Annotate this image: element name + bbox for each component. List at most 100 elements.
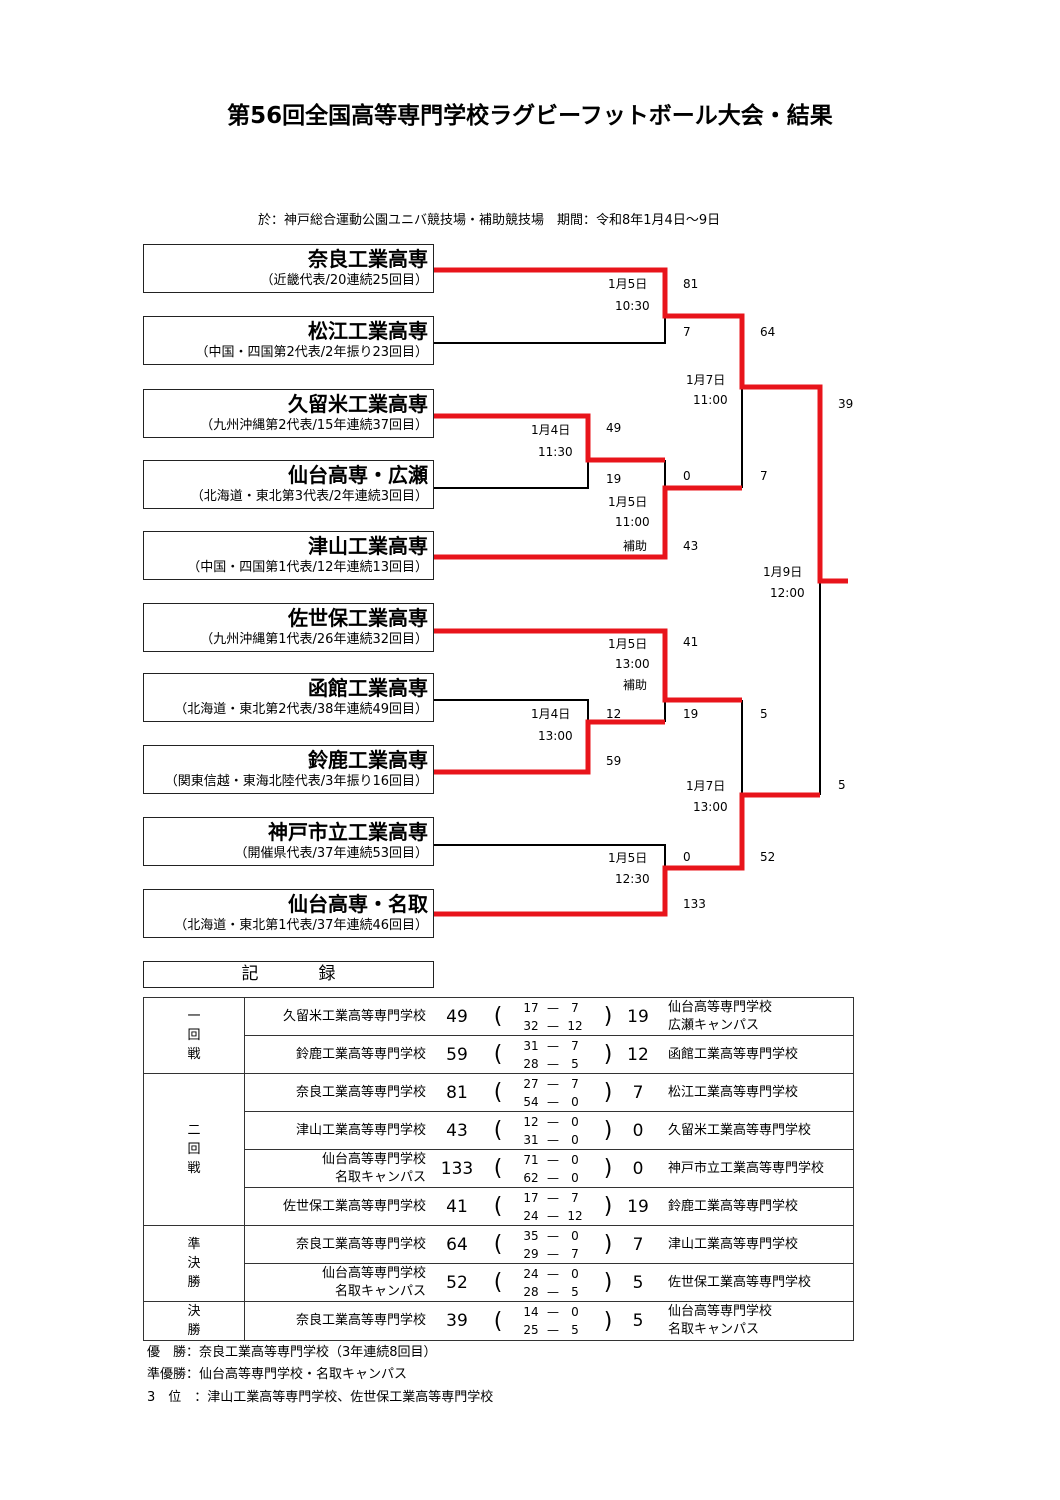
first-half-right: 7 bbox=[571, 1000, 579, 1015]
m1-time: 10:30 bbox=[615, 299, 650, 313]
runner-up-line: 準優勝：仙台高等専門学校・名取キャンパス bbox=[147, 1367, 408, 1382]
m4-time: 13:00 bbox=[615, 657, 650, 671]
second-half-left: 29 bbox=[523, 1246, 539, 1261]
open-paren: ( bbox=[493, 1308, 503, 1334]
dash: — bbox=[547, 1170, 559, 1185]
team-name: 佐世保工業高専 bbox=[288, 606, 428, 630]
result-row: 仙台高等専門学校名取キャンパス 133 ( 71—0 62—0 ) 0 神戸市立… bbox=[144, 1149, 854, 1188]
second-half-right: 0 bbox=[571, 1094, 579, 1109]
team-qualification: （北海道・東北第3代表/2年連続3回目） bbox=[190, 489, 428, 504]
team-qualification: （開催県代表/37年連続53回目） bbox=[234, 846, 428, 861]
left-team-line: 仙台高等専門学校 bbox=[321, 1265, 426, 1281]
right-team: 函館工業高等専門学校 bbox=[658, 1046, 798, 1064]
team-qualification: （近畿代表/20連続25回目） bbox=[260, 273, 428, 288]
half-scores: 12—0 31—0 bbox=[508, 1113, 598, 1149]
sf2-time: 13:00 bbox=[693, 800, 728, 814]
left-team-line: 仙台高等専門学校 bbox=[321, 1151, 426, 1167]
dash: — bbox=[547, 1208, 559, 1223]
first-half-left: 12 bbox=[523, 1114, 539, 1129]
left-score: 64 bbox=[446, 1234, 468, 1255]
team-box: 松江工業高専（中国・四国第2代表/2年振り23回目） bbox=[143, 316, 434, 365]
team-box: 仙台高専・名取（北海道・東北第1代表/37年連続46回目） bbox=[143, 889, 434, 938]
m4-date: 1月5日 bbox=[608, 637, 648, 651]
round-label: 二回戦 bbox=[187, 1123, 201, 1176]
first-half-left: 17 bbox=[523, 1000, 539, 1015]
close-paren: ) bbox=[603, 1270, 613, 1295]
close-paren: ) bbox=[603, 1004, 613, 1029]
line-suzuka bbox=[434, 719, 665, 775]
first-half-left: 35 bbox=[523, 1228, 539, 1243]
final-time: 12:00 bbox=[770, 586, 805, 600]
round-cell: 準決勝 bbox=[143, 1225, 245, 1302]
sf2-score-bottom: 52 bbox=[760, 850, 776, 864]
open-paren: ( bbox=[493, 1156, 503, 1181]
team-box: 函館工業高専（北海道・東北第2代表/38年連続49回目） bbox=[143, 673, 434, 722]
right-score: 7 bbox=[632, 1234, 644, 1255]
right-team-line: 久留米工業高等専門学校 bbox=[668, 1122, 812, 1138]
sf2-date: 1月7日 bbox=[686, 779, 726, 793]
left-team-line: 津山工業高等専門学校 bbox=[295, 1122, 426, 1138]
first-half-right: 7 bbox=[571, 1190, 579, 1205]
right-team: 津山工業高等専門学校 bbox=[658, 1236, 798, 1254]
dash: — bbox=[547, 1190, 559, 1205]
dash: — bbox=[547, 1000, 559, 1015]
round-label: 一回戦 bbox=[187, 1009, 201, 1062]
right-team-line: 名取キャンパス bbox=[668, 1322, 760, 1337]
left-team-line: 奈良工業高等専門学校 bbox=[295, 1313, 426, 1328]
first-half-right: 7 bbox=[571, 1076, 579, 1091]
first-half-left: 27 bbox=[523, 1076, 539, 1091]
round-cell: 二回戦 bbox=[143, 1073, 245, 1226]
left-team: 仙台高等専門学校名取キャンパス bbox=[245, 1151, 426, 1187]
close-paren: ) bbox=[603, 1194, 613, 1219]
right-score: 0 bbox=[632, 1158, 644, 1179]
m3-date: 1月5日 bbox=[608, 495, 648, 509]
second-half-right: 12 bbox=[567, 1018, 583, 1033]
team-box: 仙台高専・広瀬（北海道・東北第3代表/2年連続3回目） bbox=[143, 460, 434, 509]
left-score: 49 bbox=[446, 1006, 468, 1027]
line-nara bbox=[434, 267, 848, 584]
left-score: 59 bbox=[446, 1044, 468, 1065]
team-qualification: （九州沖縄第1代表/26年連続32回目） bbox=[200, 632, 428, 647]
champion-line: 優 勝：奈良工業高等専門学校（3年連続8回目） bbox=[147, 1345, 437, 1360]
dash: — bbox=[547, 1266, 559, 1281]
team-qualification: （中国・四国第2代表/2年振り23回目） bbox=[195, 345, 428, 360]
m2-date: 1月4日 bbox=[531, 423, 571, 437]
dash: — bbox=[547, 1246, 559, 1261]
line-natori bbox=[434, 792, 820, 917]
dash: — bbox=[547, 1038, 559, 1053]
left-team: 鈴鹿工業高等専門学校 bbox=[245, 1046, 426, 1064]
right-team: 鈴鹿工業高等専門学校 bbox=[658, 1198, 798, 1216]
half-scores: 24—0 28—5 bbox=[508, 1265, 598, 1301]
close-paren: ) bbox=[603, 1042, 613, 1067]
final-score-bottom: 5 bbox=[838, 778, 846, 792]
left-team: 奈良工業高等専門学校 bbox=[245, 1312, 426, 1330]
first-half-left: 71 bbox=[523, 1152, 539, 1167]
left-team: 奈良工業高等専門学校 bbox=[245, 1084, 426, 1102]
team-box: 久留米工業高専（九州沖縄第2代表/15年連続37回目） bbox=[143, 389, 434, 438]
line-kurume bbox=[434, 413, 665, 463]
result-row: 津山工業高等専門学校 43 ( 12—0 31—0 ) 0 久留米工業高等専門学… bbox=[144, 1111, 854, 1150]
first-half-left: 14 bbox=[523, 1305, 539, 1319]
second-half-left: 24 bbox=[523, 1208, 539, 1223]
loser-lines bbox=[434, 316, 821, 868]
result-row: 決勝 奈良工業高等専門学校 39 ( 14—0 25—5 ) 5 仙台高等専門学… bbox=[143, 1301, 854, 1341]
left-team-line: 佐世保工業高等専門学校 bbox=[282, 1198, 426, 1214]
first-half-left: 31 bbox=[523, 1038, 539, 1053]
team-box: 奈良工業高専（近畿代表/20連続25回目） bbox=[143, 244, 434, 293]
right-score: 12 bbox=[627, 1044, 649, 1065]
venue-period: 於：神戸総合運動公園ユニバ競技場・補助競技場 期間：令和8年1月4日～9日 bbox=[258, 213, 721, 228]
second-half-left: 25 bbox=[523, 1323, 539, 1337]
team-qualification: （中国・四国第1代表/12年連続13回目） bbox=[187, 560, 428, 575]
m5-score-bottom: 59 bbox=[606, 754, 622, 768]
second-half-right: 12 bbox=[567, 1208, 583, 1223]
open-paren: ( bbox=[493, 1232, 503, 1257]
m3-score-top: 0 bbox=[683, 469, 691, 483]
left-team-line: 名取キャンパス bbox=[334, 1169, 426, 1185]
half-scores: 71—0 62—0 bbox=[508, 1151, 598, 1187]
right-score: 19 bbox=[627, 1196, 649, 1217]
right-team-line: 神戸市立工業高等専門学校 bbox=[668, 1160, 825, 1176]
m5-score-top: 12 bbox=[606, 707, 622, 721]
m5-time: 13:00 bbox=[538, 729, 573, 743]
sf1-score-bottom: 7 bbox=[760, 469, 768, 483]
